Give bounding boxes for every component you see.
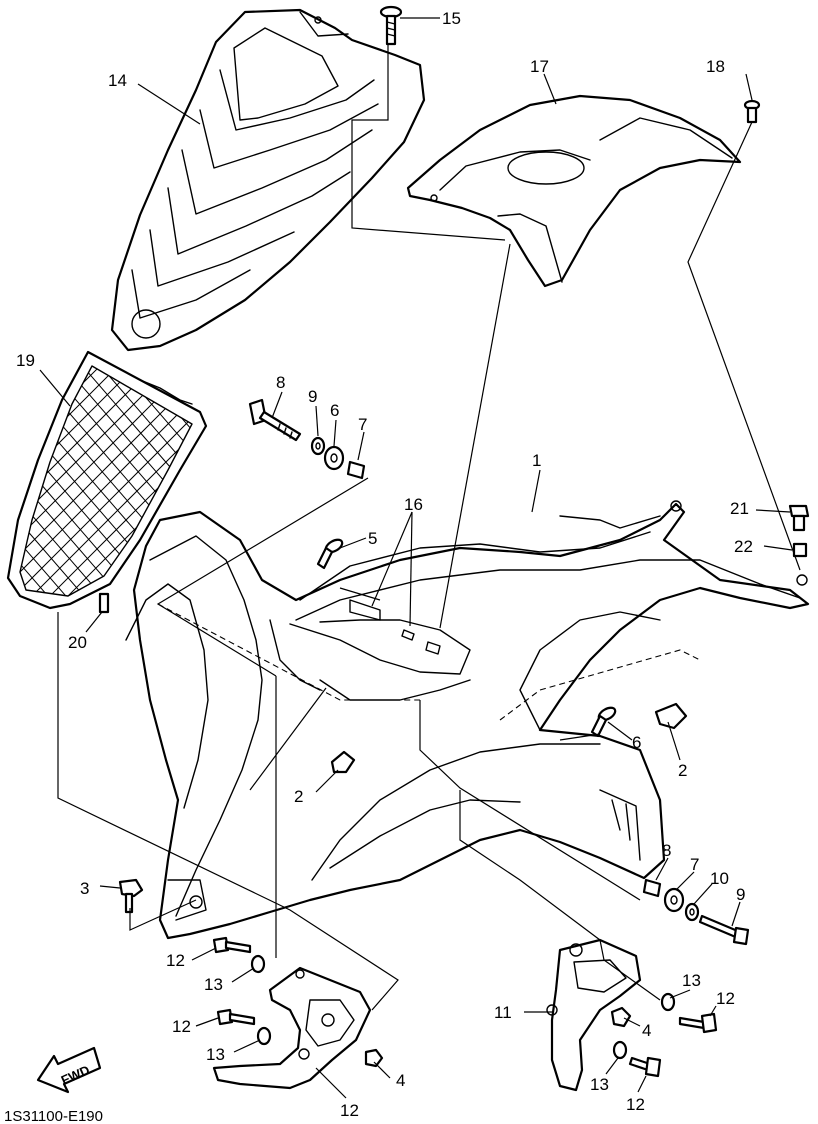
callout-12-a: 12 (166, 951, 185, 970)
callout-2-left: 2 (294, 787, 303, 806)
bracket-part-11 (212, 966, 372, 1090)
callout-22: 22 (734, 537, 753, 556)
bolt-part-3 (118, 878, 144, 914)
grommet-part-6-upper (323, 445, 345, 471)
callout-19: 19 (16, 351, 35, 370)
callout-7-upper: 7 (358, 415, 367, 434)
collar-part-7-lower (642, 878, 662, 898)
callout-17: 17 (530, 57, 549, 76)
drawing-code: 1S31100-E190 (4, 1108, 103, 1124)
grille-mesh-line (20, 366, 163, 596)
callout-7-lower: 8 (662, 841, 671, 860)
screw-part-5-lower (590, 706, 617, 738)
callout-8-lower: 9 (736, 885, 745, 904)
callout-13-d: 13 (590, 1075, 609, 1094)
grille-mesh-line (0, 340, 18, 640)
nut-part-4-right (610, 1006, 632, 1028)
callout-13-b: 13 (206, 1045, 225, 1064)
grille-mesh-line (20, 366, 192, 596)
callout-15: 15 (442, 9, 461, 28)
callout-5-upper: 5 (368, 529, 377, 548)
washer-part-13-d (612, 1040, 628, 1060)
callout-4-left: 4 (396, 1071, 405, 1090)
callout-4-right: 4 (642, 1021, 651, 1040)
clip-part-20 (98, 592, 110, 614)
callout-20: 20 (68, 633, 87, 652)
front-fender-part-1 (125, 500, 810, 940)
callout-numbers: 14 15 17 18 19 8 9 6 7 1 16 5 21 22 20 2… (16, 9, 753, 1120)
screw-part-15 (379, 5, 403, 46)
washer-part-9-lower (684, 902, 700, 922)
bolt-part-12-c (678, 1012, 718, 1034)
assembly-lines (57, 44, 801, 1011)
bolt-part-12-b (216, 1008, 256, 1026)
callout-16: 16 (404, 495, 423, 514)
nut-part-4-left (364, 1048, 384, 1068)
washer-part-13-c (660, 992, 676, 1012)
grille-mesh-line (20, 366, 105, 596)
grille-mesh-line (20, 366, 87, 596)
callout-6-lower: 7 (690, 855, 699, 874)
callout-10: 11 (494, 1003, 512, 1022)
callout-13-c: 13 (682, 971, 701, 990)
callout-9-lower: 10 (710, 869, 729, 888)
grille-mesh-line (20, 366, 192, 596)
collar-part-22 (792, 542, 808, 558)
grille-mesh-line (20, 366, 192, 596)
grille-mesh-line (77, 366, 192, 596)
callout-2-right: 2 (678, 761, 687, 780)
front-upper-cover-part-14 (110, 8, 426, 352)
bolt-part-12-d (628, 1056, 662, 1078)
callout-12-b: 12 (172, 1017, 191, 1036)
pad-part-2-left (330, 750, 356, 774)
callout-leaders (39, 17, 793, 1099)
screw-part-5-upper (316, 538, 344, 570)
callout-12-c: 12 (716, 989, 735, 1008)
callout-1: 1 (532, 451, 541, 470)
callout-6-upper: 6 (330, 401, 339, 420)
callout-14: 14 (108, 71, 127, 90)
grille-mesh-line (0, 340, 14, 640)
fwd-arrow: FWD (36, 1046, 102, 1094)
bolt-part-12-a (212, 936, 252, 954)
callout-3: 3 (80, 879, 89, 898)
grille-mesh-line (20, 366, 192, 596)
callout-11: 12 (340, 1101, 359, 1120)
washer-part-13-b (256, 1026, 272, 1046)
callout-18: 18 (706, 57, 725, 76)
callout-12-d: 12 (626, 1095, 645, 1114)
callout-5-lower: 6 (632, 733, 641, 752)
pad-part-2-right (654, 702, 688, 730)
callout-9-upper: 9 (308, 387, 317, 406)
washer-part-13-a (250, 954, 266, 974)
callout-13-a: 13 (204, 975, 223, 994)
bolt-part-8-lower (698, 914, 750, 946)
callout-21: 21 (730, 499, 749, 518)
bolt-part-8-upper (248, 398, 302, 442)
bracket-part-10 (546, 938, 642, 1092)
bolt-part-21 (788, 504, 810, 532)
callout-8-upper: 8 (276, 373, 285, 392)
collar-part-7-upper (346, 460, 366, 480)
washer-part-9-upper (310, 436, 326, 456)
screw-part-18 (743, 99, 761, 124)
grommet-part-6-lower (663, 887, 685, 913)
grille-mesh-line (20, 366, 145, 596)
